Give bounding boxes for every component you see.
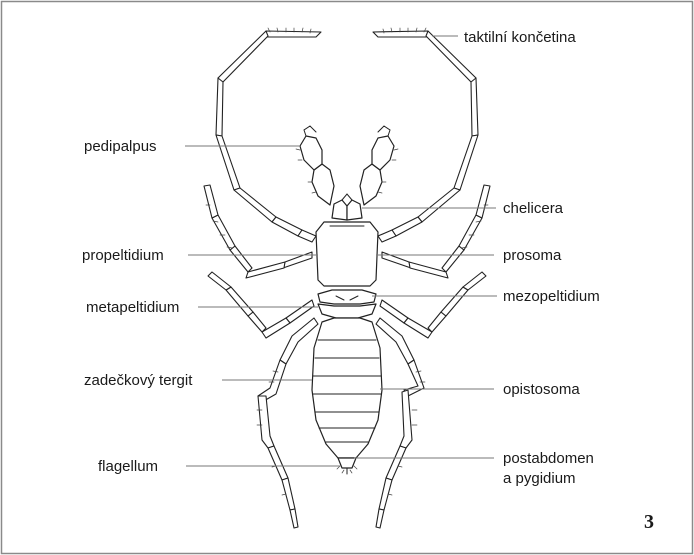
label-postabdomen-line1: postabdomen: [503, 450, 594, 467]
label-pedipalpus: pedipalpus: [84, 138, 157, 155]
label-propeltidium: propeltidium: [82, 247, 164, 264]
label-taktilni-koncetina: taktilní končetina: [464, 29, 576, 46]
label-mezopeltidium: mezopeltidium: [503, 288, 600, 305]
opisthosoma: [312, 318, 382, 458]
label-metapeltidium: metapeltidium: [86, 299, 179, 316]
label-prosoma: prosoma: [503, 247, 562, 264]
label-flagellum: flagellum: [98, 458, 158, 475]
label-postabdomen-line2: a pygidium: [503, 470, 576, 487]
label-chelicera: chelicera: [503, 200, 564, 217]
figure-number: 3: [644, 511, 654, 533]
label-opistosoma: opistosoma: [503, 381, 580, 398]
prosoma: [316, 222, 378, 286]
label-zadeckovy-tergit: zadečkový tergit: [84, 372, 193, 389]
metapeltidium: [318, 304, 376, 318]
mesopeltidium: [318, 290, 376, 304]
